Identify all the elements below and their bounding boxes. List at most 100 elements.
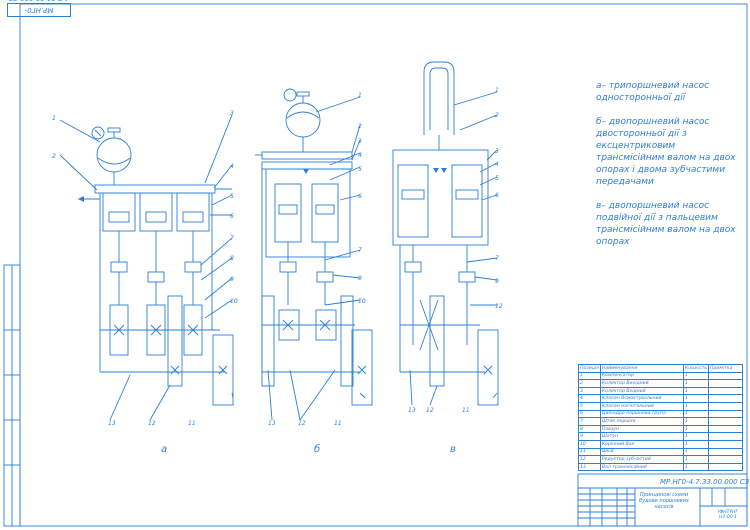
spec-cell — [708, 455, 743, 464]
spec-cell: Клапан нагнітальний — [599, 401, 684, 411]
spec-cell — [708, 462, 743, 472]
spec-cell — [708, 432, 743, 441]
spec-cell: Повзун — [599, 424, 684, 434]
svg-text:4: 4 — [230, 163, 234, 170]
svg-text:4: 4 — [495, 161, 499, 168]
spec-header: Позиція — [578, 364, 601, 373]
spec-cell — [708, 371, 743, 381]
spec-cell: 1 — [682, 394, 710, 403]
spec-cell: 1 — [682, 417, 710, 426]
svg-text:6: 6 — [495, 192, 499, 199]
spec-cell: 1 — [682, 424, 710, 434]
svg-text:11: 11 — [188, 420, 196, 427]
spec-cell: Клапан Всмоктувальний — [599, 394, 684, 403]
svg-text:2: 2 — [358, 123, 362, 130]
svg-text:1: 1 — [52, 115, 56, 122]
legend: а– трипоршневий насос односторонньої дії… — [596, 80, 746, 260]
title-block-grid — [577, 473, 748, 527]
spec-cell: 7 — [578, 417, 601, 426]
spec-cell: Циліндро-поршнева група — [599, 409, 684, 419]
svg-text:12: 12 — [495, 303, 503, 310]
svg-text:4: 4 — [358, 152, 362, 159]
svg-text:2: 2 — [52, 153, 56, 160]
spec-cell: 1 — [682, 371, 710, 381]
spec-cell: 1 — [682, 432, 710, 441]
spec-cell — [708, 439, 743, 449]
spec-cell: 3 — [578, 386, 601, 396]
spec-cell: 12 — [578, 455, 601, 464]
spec-cell: 8 — [578, 424, 601, 434]
svg-text:5: 5 — [495, 175, 499, 182]
spec-cell — [708, 424, 743, 434]
spec-cell: 1 — [682, 447, 710, 457]
svg-text:7: 7 — [230, 235, 234, 242]
spec-cell — [708, 447, 743, 457]
spec-cell: 4 — [578, 394, 601, 403]
title-block-code: МР.НГ0-4.7.33.00.000 СЗ — [660, 478, 750, 486]
view-label-a: а — [161, 444, 168, 455]
svg-text:12: 12 — [298, 420, 306, 427]
svg-text:9: 9 — [495, 278, 499, 285]
spec-cell: 1 — [682, 386, 710, 396]
spec-cell: Шків — [599, 447, 684, 457]
spec-cell: 1 — [682, 379, 710, 388]
spec-cell: Шатун — [599, 432, 684, 441]
title-block-org: ІФНТУНГ НЗ-00-1 — [718, 510, 738, 520]
spec-cell: 6 — [578, 409, 601, 419]
spec-cell: 1 — [682, 439, 710, 449]
svg-text:3: 3 — [495, 148, 499, 155]
svg-text:8: 8 — [230, 255, 234, 262]
svg-text:9: 9 — [230, 276, 234, 283]
scheme-c: 1 2 3 4 5 6 7 9 12 11 12 13 — [392, 61, 503, 414]
spec-cell: 1 — [682, 455, 710, 464]
spec-cell — [708, 417, 743, 426]
spec-header: Найменування — [599, 364, 684, 373]
svg-text:1: 1 — [495, 87, 499, 94]
svg-text:9: 9 — [358, 275, 362, 282]
specification-table: Позиція Найменування Кількість Примітка … — [578, 364, 743, 472]
svg-text:5: 5 — [230, 193, 234, 200]
spec-cell — [708, 409, 743, 419]
svg-text:6: 6 — [230, 213, 234, 220]
spec-cell: Шток поршня — [599, 417, 684, 426]
scheme-b: 1 2 3 4 5 6 7 9 10 11 12 13 — [255, 88, 373, 427]
spec-cell — [708, 386, 743, 396]
view-label-c: в — [450, 444, 456, 455]
svg-text:5: 5 — [358, 166, 362, 173]
svg-text:12: 12 — [148, 420, 156, 427]
legend-item-a: а– трипоршневий насос односторонньої дії — [596, 81, 710, 103]
spec-cell: 1 — [578, 371, 601, 381]
svg-text:13: 13 — [268, 420, 276, 427]
svg-text:7: 7 — [495, 255, 499, 262]
spec-cell — [708, 401, 743, 411]
svg-text:13: 13 — [108, 420, 116, 427]
spec-cell: Вал трансмісійний — [599, 462, 684, 472]
spec-header: Примітка — [708, 364, 743, 373]
spec-cell: 1 — [682, 401, 710, 411]
svg-text:3: 3 — [358, 138, 362, 145]
svg-text:7: 7 — [358, 247, 362, 254]
spec-header: Кількість — [682, 364, 710, 373]
svg-text:10: 10 — [358, 298, 366, 305]
legend-item-c: в– двопоршневий насос подвійної дії з па… — [596, 201, 736, 247]
spec-cell: 1 — [682, 462, 710, 472]
spec-cell: 2 — [578, 379, 601, 388]
svg-text:10: 10 — [230, 298, 238, 305]
spec-cell: Редуктор зубчастий — [599, 455, 684, 464]
title-block-title: Принципові схеми будови поршневих насосі… — [639, 492, 689, 510]
spec-cell: 10 — [578, 439, 601, 449]
spec-cell: Корінний Вал — [599, 439, 684, 449]
spec-cell: Колектор Вхідний — [599, 386, 684, 396]
svg-text:11: 11 — [334, 420, 342, 427]
